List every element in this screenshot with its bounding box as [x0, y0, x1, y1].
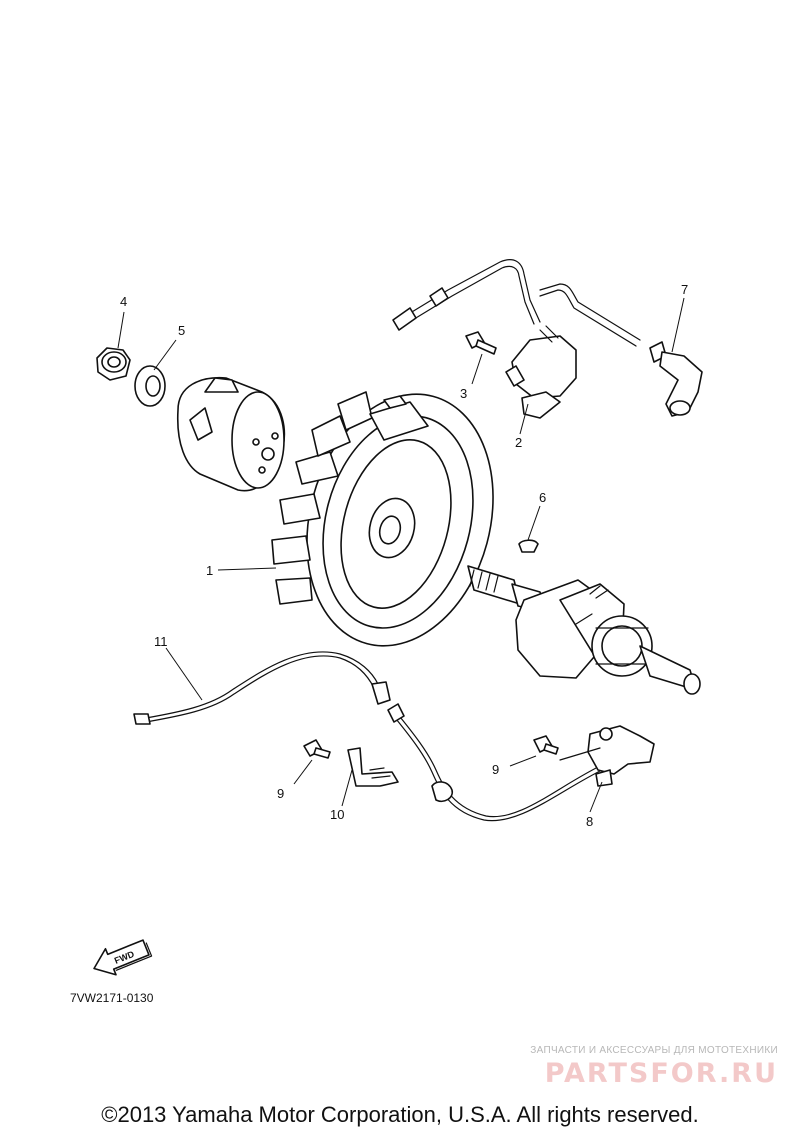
part-8-pulser-coil	[387, 703, 655, 822]
part-4-nut	[96, 347, 131, 381]
callout-1: 1	[206, 563, 213, 578]
part-11-lead-wire	[133, 651, 391, 725]
watermark-logo: PARTSFOR.RU	[544, 1058, 778, 1089]
crankshaft	[467, 565, 701, 695]
part-3-bolt	[465, 331, 497, 355]
part-7-plug-cap-and-lead	[392, 259, 703, 417]
callout-6: 6	[539, 490, 546, 505]
callout-11: 11	[154, 634, 168, 649]
callout-10: 10	[330, 807, 344, 822]
leader-lines	[117, 297, 685, 813]
part-10-clamp	[347, 747, 399, 787]
starter-pulley	[176, 376, 286, 492]
callout-2: 2	[515, 435, 522, 450]
diagram-code: 7VW2171-0130	[70, 991, 154, 1005]
callout-9-left: 9	[277, 786, 284, 801]
callout-7: 7	[681, 282, 688, 297]
part-6-woodruff-key	[518, 539, 539, 553]
callout-4: 4	[120, 294, 127, 309]
callout-9-right: 9	[492, 762, 499, 777]
part-2-ignition-coil	[505, 325, 577, 419]
part-9-bolt-left	[303, 739, 331, 759]
callout-8: 8	[586, 814, 593, 829]
fwd-arrow: FWD	[93, 939, 153, 976]
part-1-flywheel	[271, 391, 494, 647]
callout-3: 3	[460, 386, 467, 401]
copyright-notice: ©2013 Yamaha Motor Corporation, U.S.A. A…	[101, 1102, 699, 1127]
part-5-washer	[134, 365, 166, 407]
callout-5: 5	[178, 323, 185, 338]
part-9-bolt-right	[533, 735, 559, 755]
watermark-tagline: ЗАПЧАСТИ И АКСЕССУАРЫ ДЛЯ МОТОТЕХНИКИ	[530, 1045, 778, 1056]
